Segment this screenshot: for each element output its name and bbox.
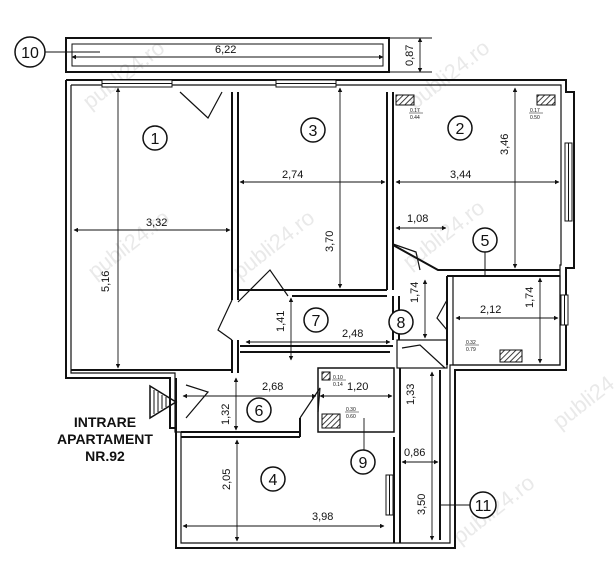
door-room3 <box>237 269 289 303</box>
dim-closet11-length: 3,50 <box>416 494 428 515</box>
dim-bath9-width: 1,20 <box>347 381 368 393</box>
duct-3-top: 0.32 <box>466 340 476 346</box>
duct-1-bottom: 0.44 <box>410 115 420 121</box>
dim-corridor-side: 1,74 <box>409 282 421 303</box>
duct-2-top: 0.17 <box>530 108 540 114</box>
dim-room3-width: 2,74 <box>282 169 303 181</box>
room-3-label: 3 <box>309 123 318 140</box>
room-7-label: 7 <box>312 313 321 330</box>
duct-2 <box>536 94 556 106</box>
door-corridor8 <box>401 344 446 369</box>
entrance-line-1: INTRARE <box>73 414 137 430</box>
room-2-circle <box>447 115 473 141</box>
dim-room2-width: 3,44 <box>450 169 471 181</box>
dim-closet11-width: 0,86 <box>404 447 425 459</box>
room-1-label: 1 <box>151 131 160 148</box>
watermark: publi24.ro <box>403 35 495 114</box>
room-2-label: 2 <box>456 121 465 138</box>
room-4-circle <box>260 466 286 492</box>
room-11-label: 11 <box>475 498 492 515</box>
door-entrance <box>185 384 210 419</box>
dim-room2-length: 3,46 <box>499 134 511 155</box>
dim-room5-length: 1,74 <box>524 287 536 308</box>
door-bath9 <box>299 387 321 419</box>
room-3-circle <box>300 117 326 143</box>
duct-5 <box>321 371 331 381</box>
entrance-line-3: NR.92 <box>85 448 125 464</box>
entrance-line-2: APARTAMENT <box>57 431 153 447</box>
room-8-label: 8 <box>397 315 406 332</box>
room-1-circle <box>142 125 168 151</box>
door-room1-hall <box>217 299 233 341</box>
dim-balcony-depth: 0,87 <box>404 45 416 66</box>
room-number-labels: 10 1 3 2 5 7 8 6 9 4 11 <box>21 45 491 515</box>
dim-corridor-length: 1,33 <box>405 384 417 405</box>
door-room5 <box>436 299 448 331</box>
dim-room1-length: 5,16 <box>100 271 112 292</box>
windows <box>101 79 573 516</box>
watermark: publi24.ro <box>228 205 320 284</box>
dim-room4-width: 3,98 <box>312 511 333 523</box>
room-10-label: 10 <box>21 45 39 62</box>
room-markers <box>14 36 498 519</box>
ducts <box>321 94 556 429</box>
duct-4-top: 0.30 <box>346 407 356 413</box>
duct-1 <box>395 94 415 106</box>
dim-hall6-depth: 1,32 <box>220 404 232 425</box>
duct-1-top: 0.17 <box>410 108 420 114</box>
dim-hall6-width: 2,68 <box>262 381 283 393</box>
balcony-outline <box>65 37 390 73</box>
dim-room5-width: 2,12 <box>480 304 501 316</box>
duct-2-bottom: 0.50 <box>530 115 540 121</box>
watermark: publi24.ro <box>78 35 170 114</box>
entrance-arrow <box>149 384 178 420</box>
duct-4-bottom: 0.60 <box>346 414 356 420</box>
entrance-label: INTRARE APARTAMENT NR.92 <box>40 414 170 465</box>
room-7-circle <box>303 307 329 333</box>
dim-room4-length: 2,05 <box>221 469 233 490</box>
duct-3 <box>499 349 523 363</box>
room-5-label: 5 <box>481 233 490 250</box>
dim-hall7-width: 2,48 <box>342 328 363 340</box>
room-6-circle <box>246 397 272 423</box>
dimension-lines <box>71 37 560 542</box>
door-room1 <box>179 91 223 119</box>
room-4-label: 4 <box>269 472 278 489</box>
room-8-circle <box>388 309 414 335</box>
room-9-circle <box>350 449 376 475</box>
dim-room3-length: 3,70 <box>324 231 336 252</box>
dim-balcony-width: 6,22 <box>215 44 236 56</box>
dim-hall7-depth: 1,41 <box>275 311 287 332</box>
room-9-label: 9 <box>359 455 368 472</box>
duct-3-bottom: 0.79 <box>466 347 476 353</box>
duct-5-bottom: 0.14 <box>333 382 343 388</box>
duct-4 <box>321 413 341 429</box>
dimension-labels: 6,22 0,87 3,32 5,16 2,74 3,70 3,44 3,46 … <box>100 44 536 523</box>
dim-room2-niche: 1,08 <box>407 213 428 225</box>
duct-5-top: 0.10 <box>333 375 343 381</box>
room-6-label: 6 <box>255 403 264 420</box>
door-room2 <box>392 243 421 271</box>
duct-labels: 0.17 0.44 0.17 0.50 0.32 0.79 0.30 0.60 … <box>332 108 543 420</box>
watermark: publi24.ro <box>548 355 614 434</box>
doors <box>179 91 448 419</box>
walls <box>65 37 575 549</box>
dim-room1-width: 3,32 <box>146 217 167 229</box>
